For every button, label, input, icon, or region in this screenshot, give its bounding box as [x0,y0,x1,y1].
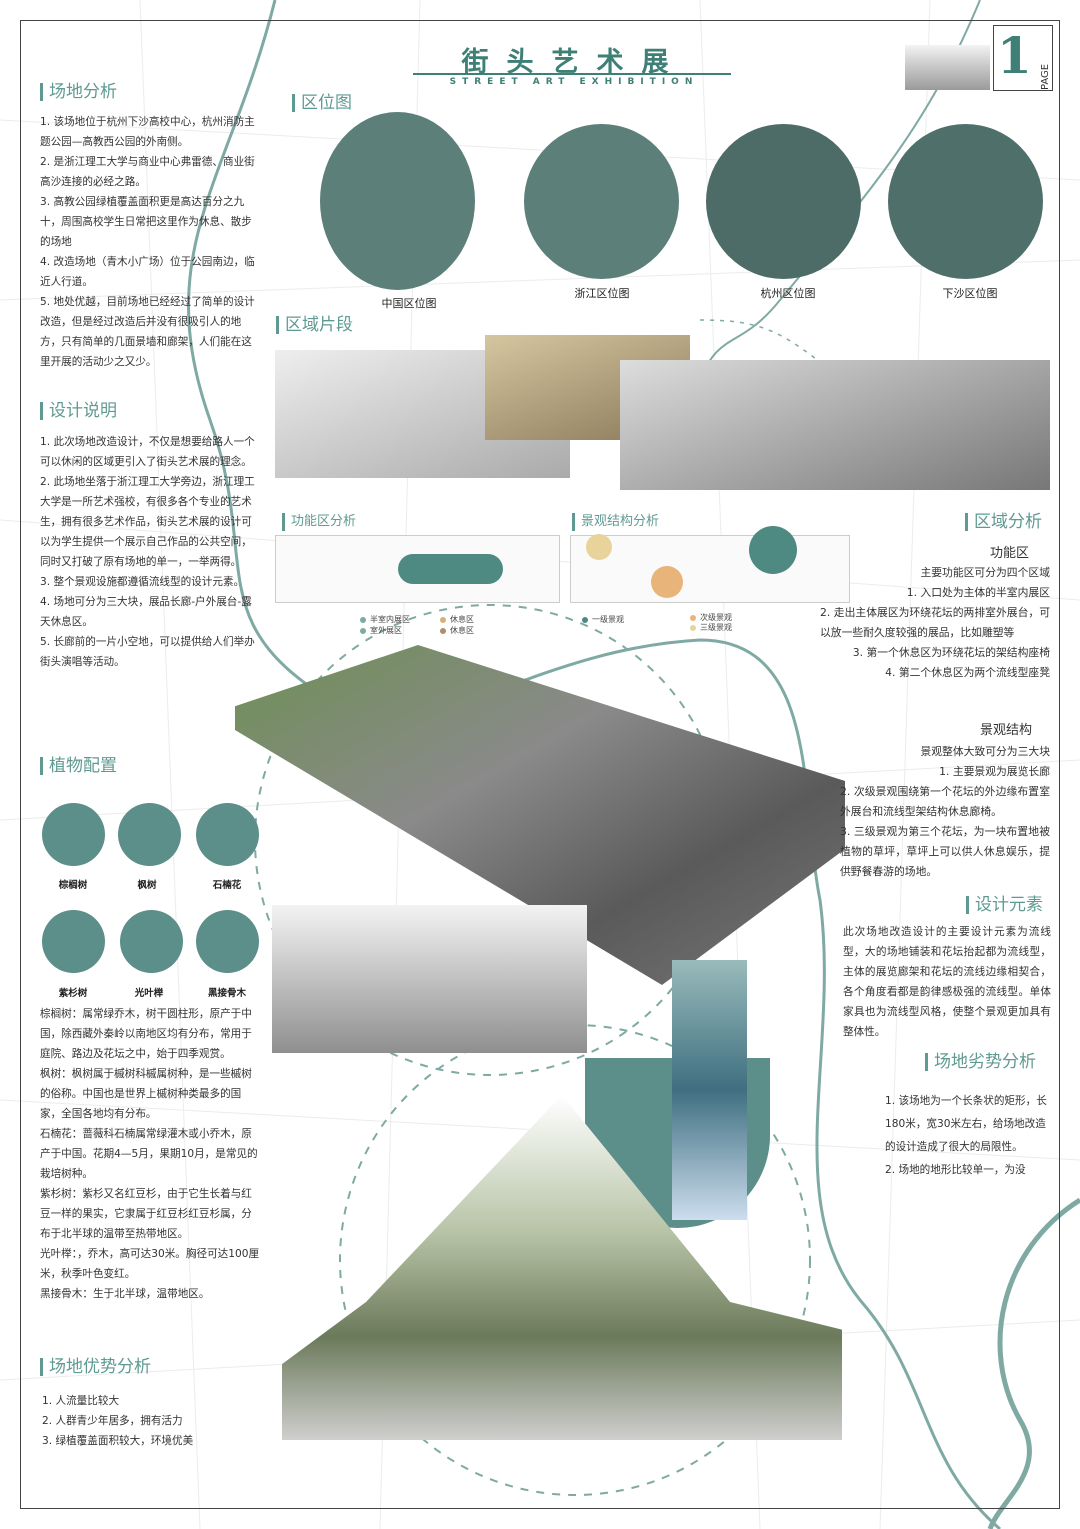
perspective-render-1 [272,905,587,1053]
legend-item: 半室内展区 [360,614,410,625]
map-label: 浙江区位图 [574,287,630,300]
advantages-text: 1. 人流量比较大 2. 人群青少年居多，拥有活力 3. 绿植覆盖面积较大，环境… [42,1391,264,1451]
plant-description: 紫杉树：紫杉又名红豆杉，由于它生长着与红豆一样的果实，它隶属于红豆杉红豆杉属，分… [40,1188,252,1240]
site-analysis-text: 1. 该场地位于杭州下沙高校中心，杭州消防主题公园—高教西公园的外南侧。 2. … [40,112,262,372]
wave-sculpture-image [672,960,747,1220]
design-element-title: 设计元素 [966,896,1043,914]
tree-label: 石楠花 [212,880,242,891]
design-notes-text: 1. 此次场地改造设计，不仅是想要给路人一个可以休闲的区域更引入了街头艺术展的理… [40,432,262,672]
disadvantage-item: 2. 场地的地形比较单一，为没 [885,1164,1026,1176]
function-item: 4. 第二个休息区为两个流线型座凳 [885,666,1050,679]
zelkova-tree-image [120,910,183,973]
landscape-title: 景观结构分析 [572,513,659,531]
china-map-image [320,112,475,290]
function-item: 2. 走出主体展区为环绕花坛的两排室外展台，可以放一些耐久度较强的展品，比如雕塑… [820,606,1050,639]
function-item: 主要功能区可分为四个区域 [920,566,1050,579]
legend-item: 三级景观 [690,622,732,633]
yew-tree-image [42,910,105,973]
page-word: PAGE [1040,63,1051,90]
design-element-text: 此次场地改造设计的主要设计元素为流线型，大的场地铺装和花坛抬起都为流线型，主体的… [843,926,1051,1038]
landscape-subtitle: 景观结构 [980,723,1033,738]
plant-description: 枫树：枫树属于槭树科槭属树种，是一些槭树的俗称。中国也是世界上槭树种类最多的国家… [40,1068,252,1120]
tree-label: 棕榈树 [58,880,88,891]
hangzhou-map-image [706,124,861,279]
tree-label: 枫树 [137,880,157,891]
legend-item: 休息区 [440,614,474,625]
elder-tree-image [196,910,259,973]
legend-item: 休息区 [440,625,474,636]
design-notes-title: 设计说明 [40,402,117,420]
landscape-item: 3. 三级景观为第三个花坛，为一块布置地被植物的草坪，草坪上可以供人休息娱乐，提… [840,825,1050,878]
function-text: 主要功能区可分为四个区域 1. 入口处为主体的半室内展区 2. 走出主体展区为环… [820,563,1050,683]
page-frame [20,20,1060,1509]
page-title: 街头艺术展 [461,47,687,78]
plant-descriptions: 棕榈树：属常绿乔木，树干圆柱形，原产于中国，除西藏外秦岭以南地区均有分布，常用于… [40,1004,262,1304]
map-label: 下沙区位图 [942,287,998,300]
plants-title: 植物配置 [40,757,117,775]
plant-description: 棕榈树：属常绿乔木，树干圆柱形，原产于中国，除西藏外秦岭以南地区均有分布，常用于… [40,1008,252,1060]
site-analysis-item: 1. 该场地位于杭州下沙高校中心，杭州消防主题公园—高教西公园的外南侧。 [40,116,255,148]
photinia-tree-image [196,803,259,866]
page-number-box [993,25,1053,91]
segment-title: 区域片段 [276,316,353,334]
site-analysis-item: 3. 高教公园绿植覆盖面积更是高达百分之九十，周围高校学生日常把这里作为休息、散… [40,196,252,248]
function-subtitle: 功能区 [990,546,1030,561]
map-label: 杭州区位图 [760,287,816,300]
advantage-item: 2. 人群青少年居多，拥有活力 [42,1415,183,1427]
zone-analysis-title: 区域分析 [965,513,1042,531]
map-label: 中国区位图 [381,297,437,310]
design-note-item: 4. 场地可分为三大块，展品长廊-户外展台-露天休息区。 [40,596,252,628]
legend-item: 室外展区 [360,625,402,636]
function-item: 3. 第一个休息区为环绕花坛的架结构座椅 [852,646,1050,659]
site-analysis-item: 4. 改造场地（青木小广场）位于公园南边，临近人行道。 [40,256,255,288]
disadvantage-item: 1. 该场地为一个长条状的矩形，长180米，宽30米左右，给场地改造的设计造成了… [885,1095,1047,1153]
advantages-title: 场地优势分析 [40,1358,151,1376]
advantage-item: 3. 绿植覆盖面积较大，环境优美 [42,1435,194,1447]
disadvantages-text: 1. 该场地为一个长条状的矩形，长180米，宽30米左右，给场地改造的设计造成了… [885,1090,1051,1182]
landscape-plan [570,526,850,603]
legend-item: 次级景观 [690,612,732,623]
function-item: 1. 入口处为主体的半室内展区 [906,586,1050,599]
tree-label: 光叶榉 [134,988,164,999]
landscape-item: 景观整体大致可分为三大块 [920,745,1050,758]
page-number: 1 [997,26,1032,85]
title-underline [413,73,731,75]
plant-description: 光叶榉：，乔木，高可达30米。胸径可达100厘米，秋季叶色变红。 [40,1248,260,1280]
function-zone-shape [398,554,503,584]
landscape-text: 景观整体大致可分为三大块 1. 主要景观为展览长廊 2. 次级景观围绕第一个花坛… [840,742,1050,882]
landscape-item: 2. 次级景观围绕第一个花坛的外边缘布置室外展台和流线型架结构休息廊椅。 [840,785,1050,818]
plant-description: 石楠花：蔷薇科石楠属常绿灌木或小乔木，原产于中国。花期4—5月，果期10月，是常… [40,1128,258,1180]
design-note-item: 2. 此场地坐落于浙江理工大学旁边，浙江理工大学是一所艺术强校，有很多各个专业的… [40,476,255,568]
site-analysis-item: 5. 地处优越，目前场地已经经过了简单的设计改造，但是经过改造后并没有很吸引人的… [40,296,255,368]
xiasha-map-image [888,124,1043,279]
palm-tree-image [42,803,105,866]
location-title: 区位图 [292,94,352,112]
legend-item: 一级景观 [582,614,624,625]
function-zone-title: 功能区分析 [282,513,356,531]
site-analysis-title: 场地分析 [40,83,117,101]
disadvantages-title: 场地劣势分析 [925,1053,1036,1071]
function-zone-plan [275,535,560,603]
tree-label: 黑接骨木 [207,988,246,999]
tree-label: 紫杉树 [58,988,88,999]
plant-description: 黑接骨木：生于北半球，温带地区。 [40,1288,210,1300]
design-note-item: 1. 此次场地改造设计，不仅是想要给路人一个可以休闲的区域更引入了街头艺术展的理… [40,436,255,468]
advantage-item: 1. 人流量比较大 [42,1395,120,1407]
landscape-item: 1. 主要景观为展览长廊 [939,765,1050,778]
page-subtitle: STREET ART EXHIBITION [449,77,699,87]
design-note-item: 5. 长廊前的一片小空地，可以提供给人们举办街头演唱等活动。 [40,636,255,668]
design-note-item: 3. 整个景观设施都遵循流线型的设计元素。 [40,576,245,588]
header-tree-image [905,45,990,90]
segment-render-3 [620,360,1050,490]
maple-tree-image [118,803,181,866]
zhejiang-map-image [524,124,679,279]
site-analysis-item: 2. 是浙江理工大学与商业中心弗雷德、商业街高沙连接的必经之路。 [40,156,255,188]
